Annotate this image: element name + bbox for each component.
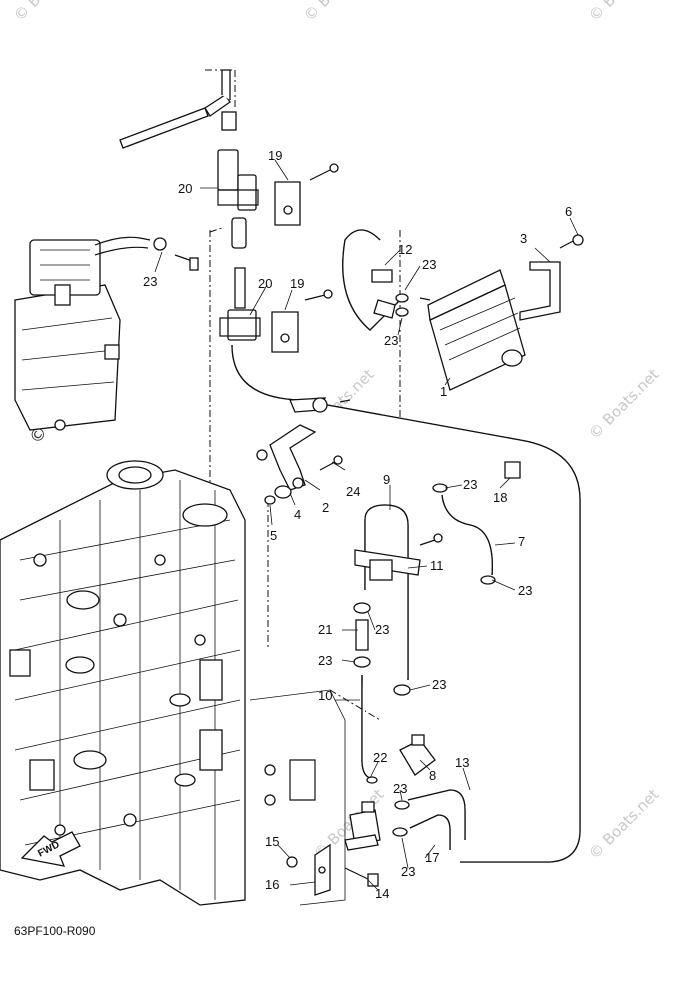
watermark: © Boats.net: [585, 365, 663, 443]
callout-19-upper: 19: [268, 148, 282, 163]
hoses-13-17: [392, 789, 466, 850]
callout-21: 21: [318, 622, 332, 637]
callout-1: 1: [440, 384, 447, 399]
callout-8: 8: [429, 768, 436, 783]
callout-19-lower: 19: [290, 276, 304, 291]
callout-9: 9: [383, 472, 390, 487]
upper-joint-assembly: [119, 69, 339, 353]
callout-4: 4: [294, 507, 301, 522]
leader-lines: [154, 159, 579, 891]
valve-14-assembly: [286, 776, 381, 896]
callout-20-upper: 20: [178, 181, 192, 196]
callout-23: 23: [401, 864, 415, 879]
callout-6: 6: [565, 204, 572, 219]
callout-23: 23: [432, 677, 446, 692]
diagram-code: 63PF100-R090: [14, 924, 96, 938]
canister-assembly: [395, 234, 584, 391]
callout-18: 18: [493, 490, 507, 505]
engine-block: [0, 460, 346, 906]
hose-9: [354, 504, 443, 680]
bracket-assembly: [256, 397, 351, 505]
callout-23: 23: [318, 653, 332, 668]
callout-15: 15: [265, 834, 279, 849]
callout-23: 23: [518, 583, 532, 598]
callout-22: 22: [373, 750, 387, 765]
callout-23: 23: [375, 622, 389, 637]
callout-11: 11: [430, 558, 444, 573]
callout-10: 10: [318, 688, 332, 703]
callout-23: 23: [463, 477, 477, 492]
callout-14: 14: [375, 886, 389, 901]
fuel-filter-assembly: [14, 236, 199, 431]
callout-2: 2: [322, 500, 329, 515]
callout-17: 17: [425, 850, 439, 865]
callout-13: 13: [455, 755, 469, 770]
watermark: © Boats.net: [300, 0, 378, 25]
watermark: © Boats.net: [585, 785, 663, 863]
hose-7: [432, 461, 521, 585]
callout-20-lower: 20: [258, 276, 272, 291]
callout-23: 23: [143, 274, 157, 289]
hose-10: [353, 602, 411, 779]
callout-5: 5: [270, 528, 277, 543]
watermark: © Boats.net: [585, 0, 663, 25]
callout-23: 23: [422, 257, 436, 272]
callout-16: 16: [265, 877, 279, 892]
callout-24: 24: [346, 484, 360, 499]
callout-12: 12: [398, 242, 412, 257]
callout-23: 23: [384, 333, 398, 348]
callout-3: 3: [520, 231, 527, 246]
callout-23: 23: [393, 781, 407, 796]
callout-7: 7: [518, 534, 525, 549]
callouts: 1 2 3 4 5 6 7 8 9 10 11 12 13 14 15 16 1…: [143, 148, 572, 901]
fwd-indicator: FWD: [20, 831, 81, 867]
watermark: © Boats.net: [10, 0, 88, 25]
